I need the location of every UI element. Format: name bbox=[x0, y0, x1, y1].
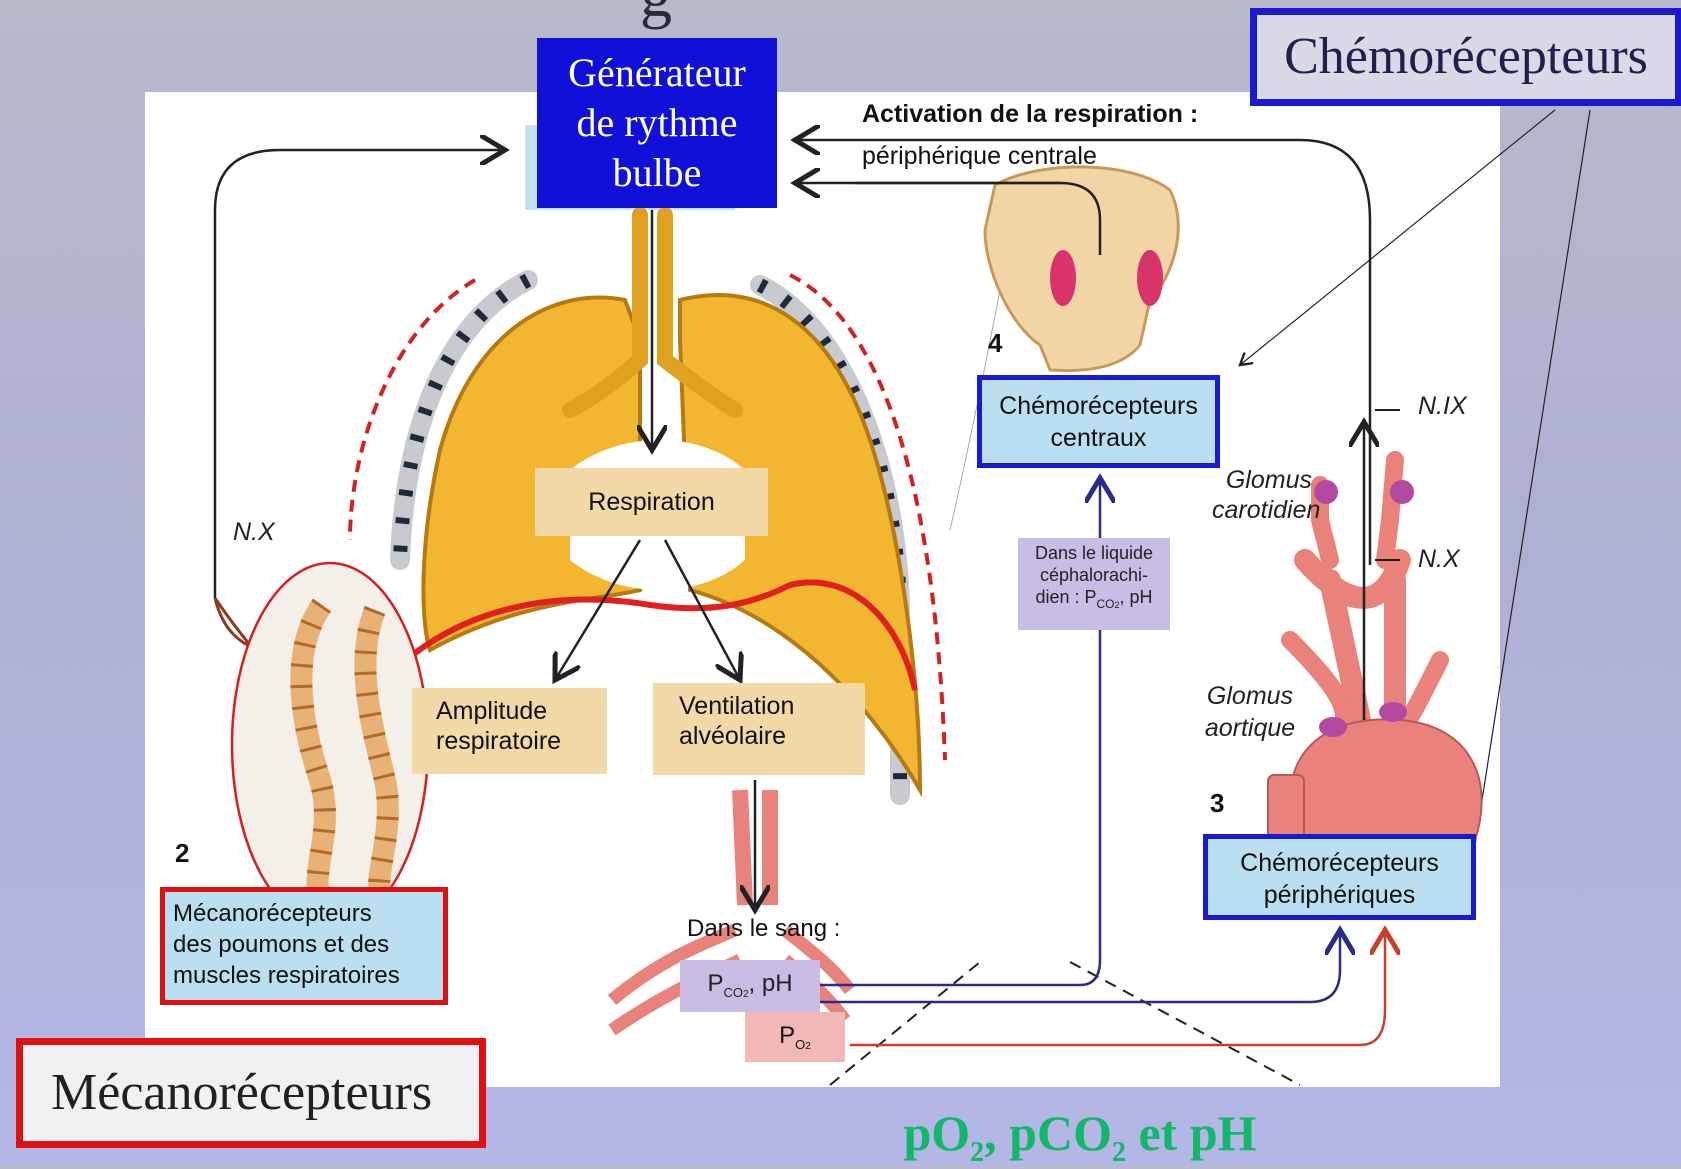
nix-label: N.IX bbox=[1418, 392, 1467, 421]
ventilation-line-1: Ventilation bbox=[679, 691, 839, 721]
csf-line-1: Dans le liquide bbox=[1018, 542, 1170, 564]
amplitude-line-1: Amplitude bbox=[436, 696, 583, 726]
mechanoreceptors-title: Mécanorécepteurs bbox=[16, 1038, 486, 1148]
blood-label: Dans le sang : bbox=[687, 915, 840, 943]
pco2-box: PCO2, pH bbox=[680, 960, 820, 1012]
central-chemo-area-right bbox=[1137, 250, 1163, 306]
number-3: 3 bbox=[1210, 788, 1224, 819]
amplitude-line-2: respiratoire bbox=[436, 726, 583, 756]
number-4: 4 bbox=[988, 328, 1002, 359]
dashed-divider-right bbox=[1070, 962, 1300, 1085]
po2-box: PO2 bbox=[745, 1012, 845, 1062]
generator-line-1: Générateur bbox=[537, 48, 777, 98]
csf-line-2: céphalorachi- bbox=[1018, 564, 1170, 586]
glomus-carotid-line-1: Glomus bbox=[1212, 465, 1312, 495]
ventilation-line-2: alvéolaire bbox=[679, 721, 839, 751]
dashed-divider-left bbox=[830, 962, 980, 1085]
amplitude-box: Amplitude respiratoire bbox=[412, 688, 607, 774]
central-line-1: Chémorécepteurs bbox=[982, 390, 1215, 422]
mechanoreceptor-desc-box: Mécanorécepteurs des poumons et des musc… bbox=[160, 887, 448, 1005]
csf-line-3: dien : PCO2, pH bbox=[1018, 586, 1170, 616]
respiration-box: Respiration bbox=[535, 468, 768, 536]
aortic-glomus-left bbox=[1319, 717, 1347, 737]
central-line-2: centraux bbox=[982, 422, 1215, 454]
glomus-aortic-line-1: Glomus bbox=[1190, 680, 1310, 712]
po2-to-peripheral-arrow bbox=[850, 930, 1385, 1045]
mechano-line-1: Mécanorécepteurs bbox=[173, 898, 435, 929]
peripheral-line-2: périphériques bbox=[1208, 879, 1471, 911]
glomus-aortic-line-2: aortique bbox=[1190, 712, 1310, 744]
central-chemo-area-left bbox=[1050, 250, 1076, 306]
carotid-glomus-right bbox=[1390, 480, 1414, 504]
generator-line-2: de rythme bbox=[537, 98, 777, 148]
rhythm-generator-box: Générateur de rythme bulbe bbox=[537, 38, 777, 208]
peripheral-chemoreceptors-box: Chémorécepteurs périphériques bbox=[1203, 834, 1476, 920]
mechano-line-2: des poumons et des bbox=[173, 929, 435, 960]
csf-box: Dans le liquide céphalorachi- dien : PCO… bbox=[1018, 538, 1170, 630]
glomus-carotid-line-2: carotidien bbox=[1212, 495, 1312, 525]
glomus-aortic-label: Glomus aortique bbox=[1190, 680, 1310, 744]
mechanoreceptor-oval bbox=[232, 563, 428, 927]
nx-left-label: N.X bbox=[233, 518, 275, 547]
mechano-line-3: muscles respiratoires bbox=[173, 960, 435, 991]
central-chemoreceptors-box: Chémorécepteurs centraux bbox=[977, 375, 1220, 468]
activation-title: Activation de la respiration : bbox=[862, 100, 1198, 129]
nx-right-label: N.X bbox=[1418, 545, 1460, 574]
pco2-to-peripheral-arrow bbox=[820, 930, 1340, 1002]
generator-line-3: bulbe bbox=[537, 148, 777, 198]
gases-caption: pO2, pCO2 et pH bbox=[870, 1104, 1290, 1166]
chemo-pointer-central bbox=[1240, 110, 1555, 365]
glomus-carotid-label: Glomus carotidien bbox=[1212, 465, 1312, 525]
aortic-glomus-right bbox=[1379, 702, 1407, 722]
carotid-arteries bbox=[1320, 460, 1395, 560]
heart bbox=[1290, 719, 1482, 840]
ventilation-box: Ventilation alvéolaire bbox=[653, 683, 865, 775]
number-2: 2 bbox=[175, 838, 189, 869]
chemoreceptors-title: Chémorécepteurs bbox=[1250, 8, 1681, 106]
activation-sub: périphérique centrale bbox=[862, 142, 1097, 171]
chemo-pointer-peripheral bbox=[1475, 110, 1590, 845]
peripheral-line-1: Chémorécepteurs bbox=[1208, 847, 1471, 879]
